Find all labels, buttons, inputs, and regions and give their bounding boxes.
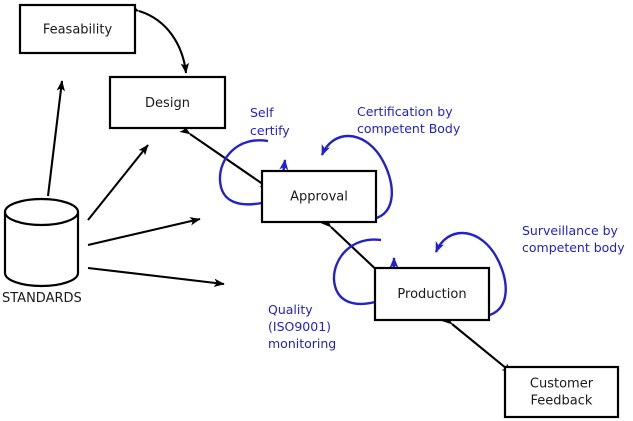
- annotation-surveillance-line2: competent body: [522, 240, 625, 255]
- node-production[interactable]: Production: [373, 266, 491, 322]
- flow-feasability-design: [128, 4, 190, 74]
- annotation-quality-line2: (ISO9001): [268, 319, 331, 334]
- node-customer-feedback-label-line2: Feedback: [531, 394, 593, 409]
- annotation-certification-by-competent-body: Certification by competent Body: [357, 104, 461, 136]
- node-customer-feedback-label-line1: Customer: [530, 377, 594, 392]
- node-feasability-label: Feasability: [43, 23, 113, 38]
- annotation-certification-line1: Certification by: [357, 104, 453, 119]
- flow-production-customer-feedback: [441, 314, 513, 374]
- annotation-surveillance-line1: Surveillance by: [522, 223, 619, 238]
- node-design[interactable]: Design: [108, 75, 227, 130]
- flow-standards-design: [87, 144, 149, 221]
- loop-approval-certification: [320, 134, 393, 221]
- flow-standards-feasability: [46, 80, 65, 197]
- node-approval[interactable]: Approval: [260, 169, 378, 224]
- node-design-label: Design: [145, 96, 190, 111]
- flow-design-approval: [179, 124, 271, 190]
- node-customer-feedback[interactable]: Customer Feedback: [503, 365, 620, 419]
- annotation-quality-iso9001-monitoring: Quality (ISO9001) monitoring: [268, 302, 336, 351]
- flow-standards-production: [87, 266, 225, 288]
- node-approval-label: Approval: [290, 190, 348, 205]
- datastore-standards[interactable]: STANDARDS: [2, 197, 82, 306]
- loop-production-surveillance: [434, 231, 507, 318]
- node-production-label: Production: [397, 287, 466, 302]
- node-feasability[interactable]: Feasability: [18, 3, 137, 55]
- annotation-self-certify-line2: certify: [250, 123, 290, 138]
- annotation-self-certify-line1: Self: [250, 105, 274, 120]
- flow-standards-approval: [87, 217, 201, 247]
- annotation-quality-line1: Quality: [268, 302, 313, 317]
- annotation-certification-line2: competent Body: [357, 121, 461, 136]
- datastore-standards-label: STANDARDS: [2, 291, 82, 306]
- annotation-surveillance-by-competent-body: Surveillance by competent body: [522, 223, 625, 255]
- annotation-quality-line3: monitoring: [268, 336, 336, 351]
- annotation-self-certify: Self certify: [250, 105, 290, 138]
